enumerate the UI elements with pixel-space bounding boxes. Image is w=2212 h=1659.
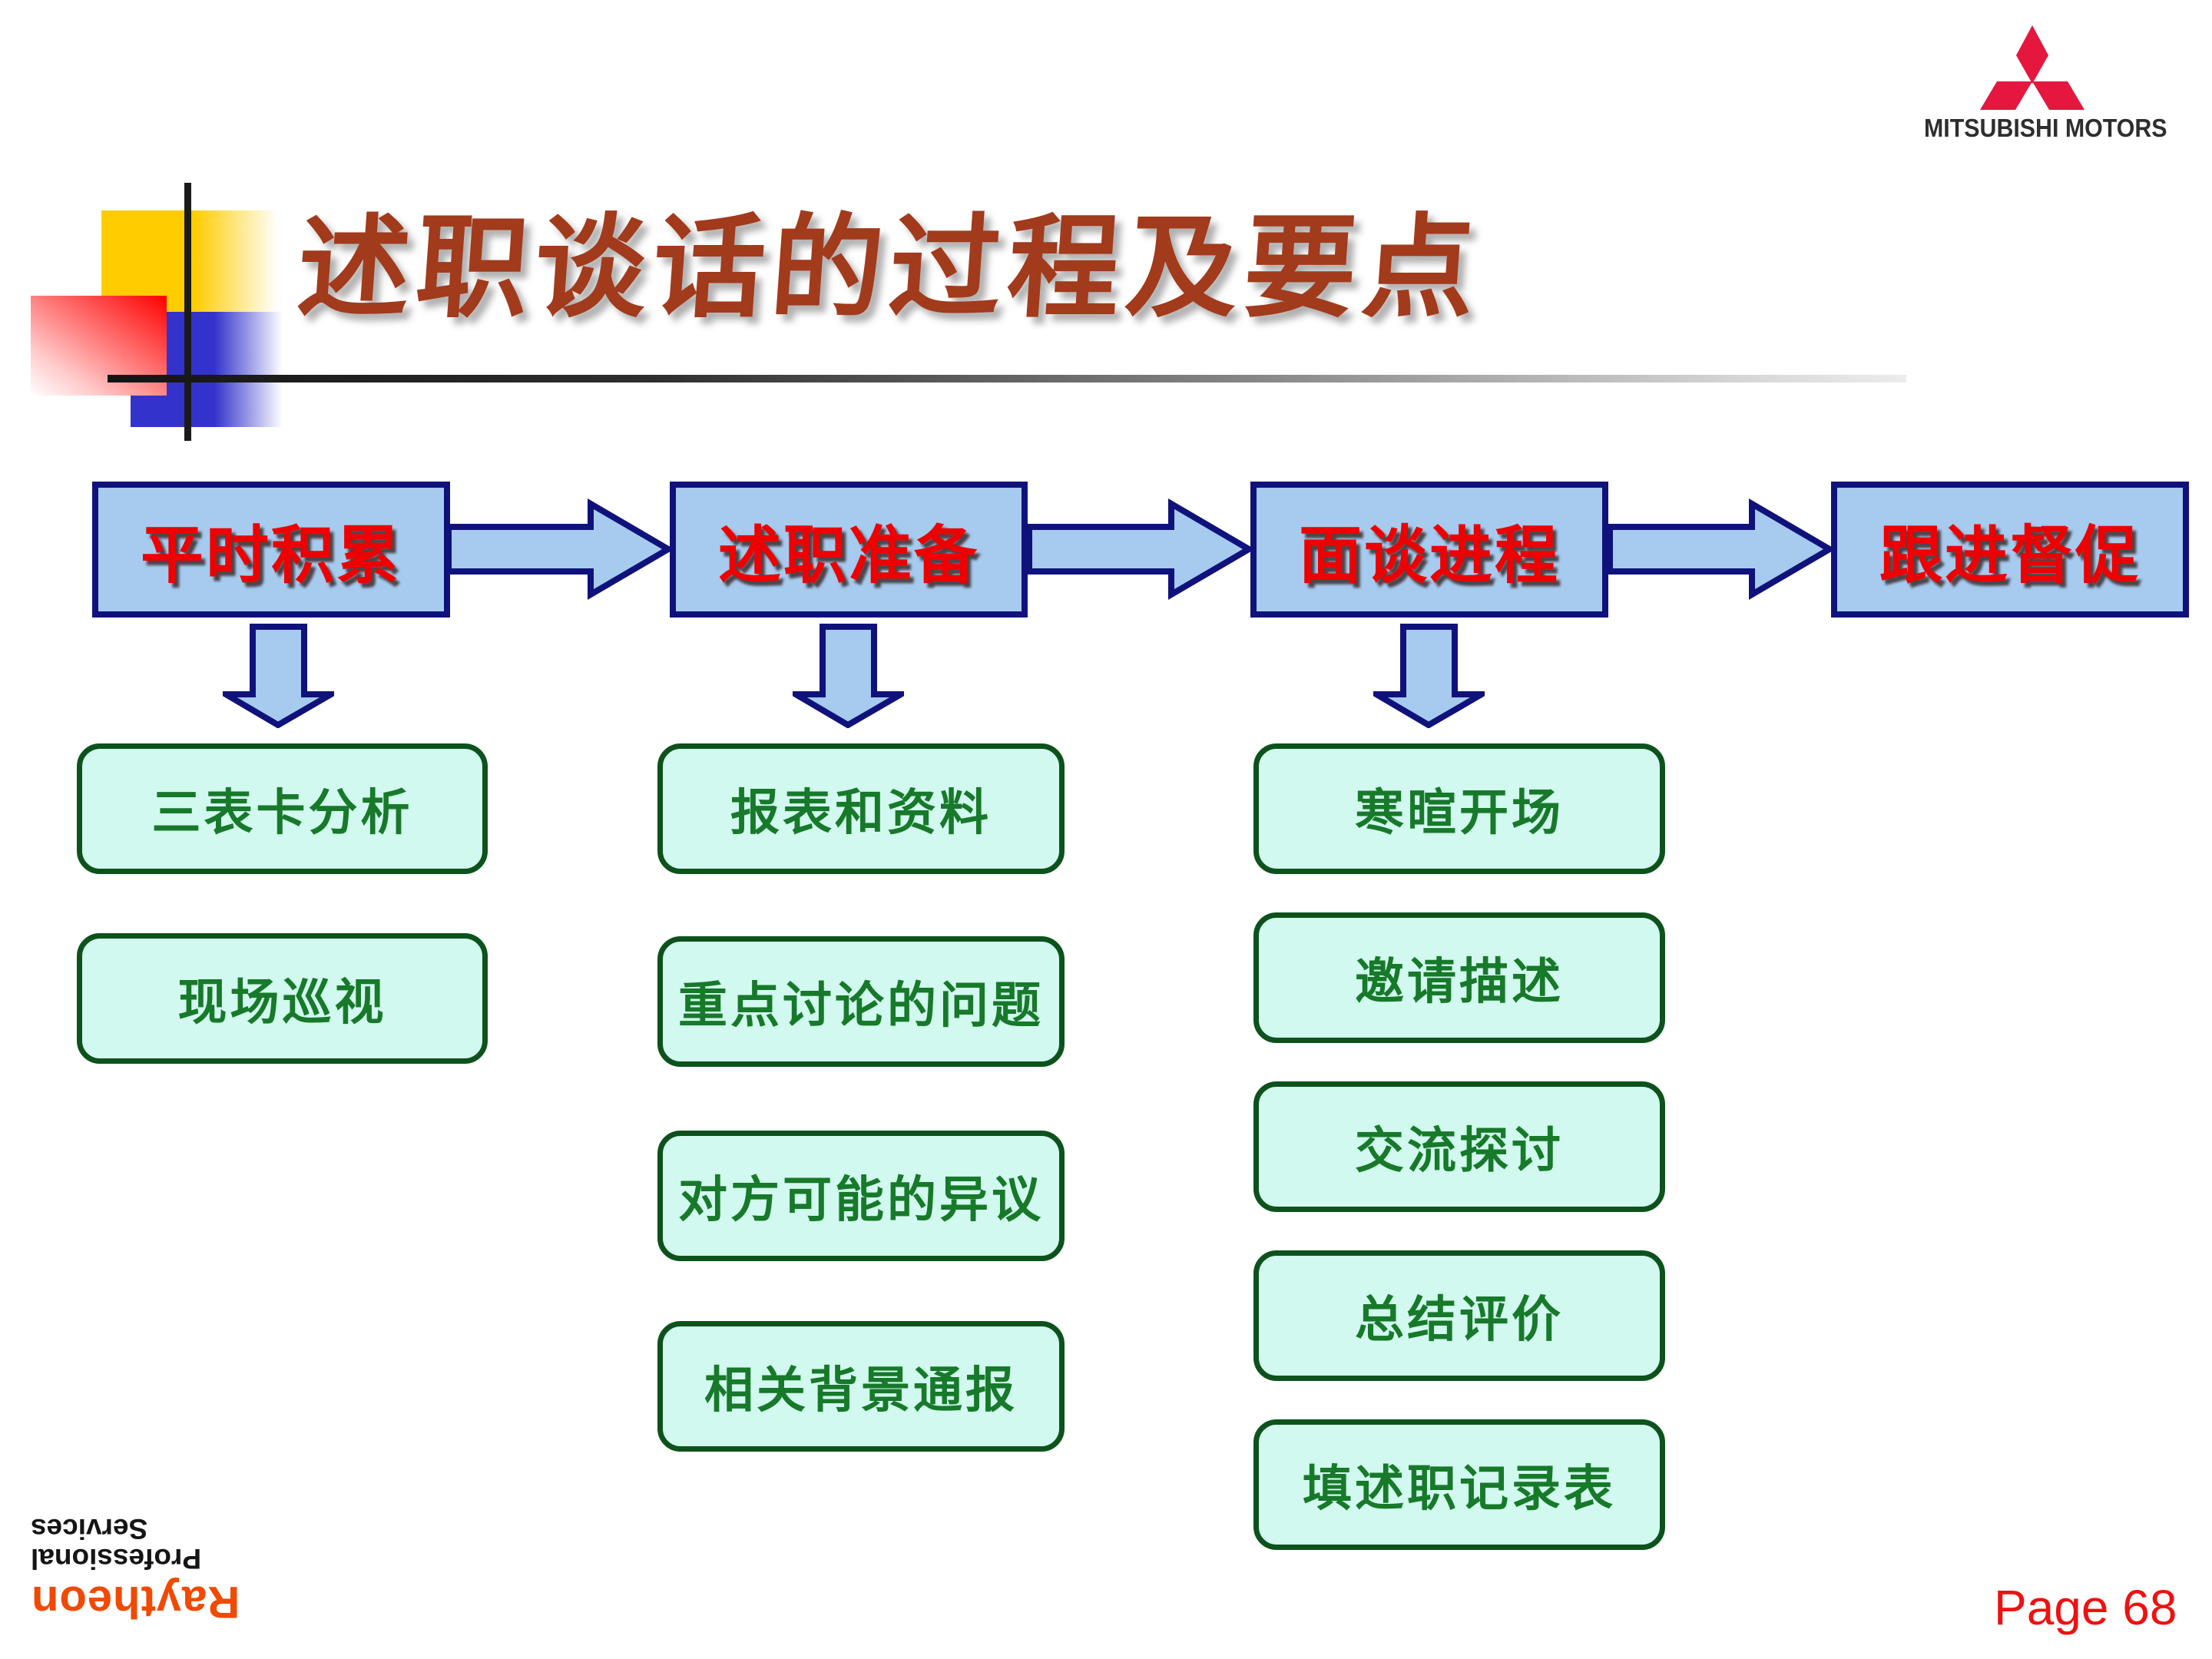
decor-vertical-line (184, 183, 191, 441)
flow-arrow-down-icon (223, 624, 334, 728)
stage-label: 跟进督促 (1879, 521, 2141, 591)
flow-arrow-right-icon (445, 498, 673, 600)
detail-box: 填述职记录表 (1253, 1419, 1665, 1550)
raytheon-logo: Raytheon Professional Services (31, 1513, 323, 1627)
detail-label: 总结评价 (1355, 1293, 1564, 1347)
detail-box: 总结评价 (1253, 1250, 1665, 1381)
mitsubishi-wordmark: MITSUBISHI MOTORS (1924, 114, 2167, 142)
stage-box-genjinducu: 跟进督促 (1831, 482, 2189, 618)
detail-label: 报表和资料 (730, 786, 992, 840)
detail-label: 三表卡分析 (151, 786, 413, 840)
detail-label: 交流探讨 (1355, 1124, 1564, 1178)
title-underline (108, 375, 1906, 382)
detail-label: 重点讨论的问题 (678, 979, 1044, 1033)
detail-box: 交流探讨 (1253, 1081, 1665, 1212)
detail-box: 重点讨论的问题 (657, 936, 1065, 1067)
detail-box: 相关背景通报 (657, 1321, 1065, 1452)
mitsubishi-mark-icon (1980, 25, 2085, 110)
detail-label: 对方可能的异议 (678, 1173, 1044, 1227)
raytheon-wordmark: Raytheon (31, 1577, 240, 1627)
stage-label: 面谈进程 (1298, 521, 1560, 591)
flow-arrow-down-icon (1373, 624, 1485, 728)
detail-label: 邀请描述 (1355, 955, 1564, 1009)
detail-box: 邀请描述 (1253, 912, 1665, 1043)
stage-label: 述职准备 (717, 521, 979, 591)
detail-label: 相关背景通报 (704, 1363, 1018, 1418)
detail-label: 寒暄开场 (1355, 786, 1564, 840)
stage-label: 平时积累 (140, 521, 402, 591)
page-number: Page 68 (1994, 1580, 2177, 1635)
raytheon-tagline: Professional Services (31, 1513, 202, 1575)
detail-box: 现场巡视 (77, 933, 488, 1064)
page-title: 述职谈话的过程及要点 (293, 205, 1485, 330)
stage-box-pingshijilei: 平时积累 (92, 482, 450, 618)
detail-box: 三表卡分析 (77, 743, 488, 874)
detail-box: 寒暄开场 (1253, 743, 1665, 874)
flow-arrow-down-icon (793, 624, 904, 728)
stage-box-miantanjincheng: 面谈进程 (1250, 482, 1608, 618)
detail-box: 对方可能的异议 (657, 1131, 1065, 1261)
detail-box: 报表和资料 (657, 743, 1065, 874)
detail-label: 填述职记录表 (1303, 1462, 1616, 1516)
detail-label: 现场巡视 (177, 975, 387, 1030)
flow-arrow-right-icon (1026, 498, 1253, 600)
flow-arrow-right-icon (1607, 498, 1834, 600)
mitsubishi-logo: MITSUBISHI MOTORS (1915, 23, 2167, 150)
stage-box-shuzhizhunbei: 述职准备 (670, 482, 1028, 618)
